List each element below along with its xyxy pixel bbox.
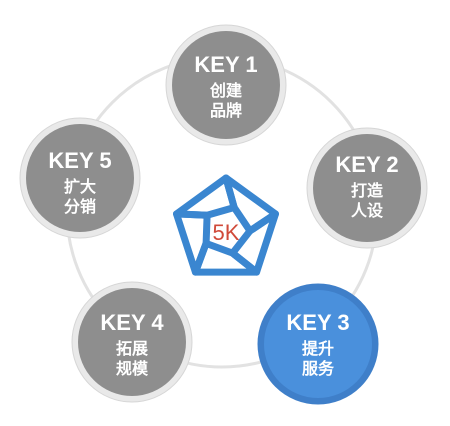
node-key-5-line1: 扩大	[64, 177, 96, 196]
node-key-4-disc	[78, 288, 186, 396]
node-key-4-line2: 规模	[116, 359, 149, 378]
node-key-4-line1: 拓展	[116, 339, 149, 358]
node-key-1-line2: 品牌	[210, 101, 242, 120]
node-key-3-line2: 服务	[302, 359, 335, 378]
node-key-2: KEY 2 打造 人设	[306, 127, 428, 249]
node-key-2-line2: 人设	[351, 201, 384, 220]
node-key-5: KEY 5 扩大 分销	[19, 117, 141, 239]
node-key-5-line2: 分销	[64, 197, 96, 216]
node-key-1-disc	[172, 31, 280, 139]
node-key-2-line1: 打造	[351, 181, 384, 200]
center-5k-logo	[173, 174, 279, 276]
node-key-3: KEY 3 提升 服务	[257, 283, 379, 405]
node-key-3-disc	[264, 290, 372, 398]
node-key-2-disc	[313, 134, 421, 242]
node-key-3-title: KEY 3	[286, 310, 349, 335]
node-key-1-line1: 创建	[209, 81, 242, 100]
logo-segment	[173, 210, 211, 276]
node-key-3-line1: 提升	[302, 339, 334, 358]
node-key-1-title: KEY 1	[194, 52, 257, 77]
center-label: 5K	[213, 220, 240, 245]
node-key-2-title: KEY 2	[335, 152, 398, 177]
node-key-4-title: KEY 4	[100, 310, 164, 335]
node-key-1: KEY 1 创建 品牌	[165, 24, 287, 146]
node-key-4: KEY 4 拓展 规模	[71, 281, 193, 403]
node-key-5-title: KEY 5	[48, 148, 111, 173]
logo-segment	[173, 174, 238, 219]
node-key-5-disc	[26, 124, 134, 232]
